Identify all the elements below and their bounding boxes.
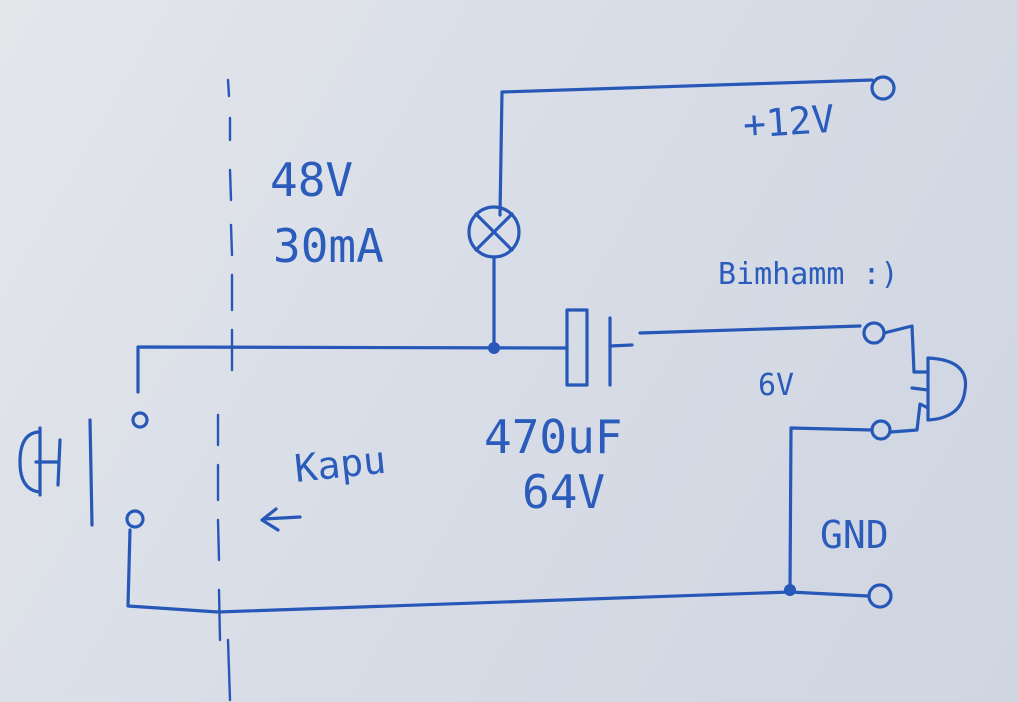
- label-lamp-current: 30mA: [273, 219, 384, 273]
- label-cap-value: 470uF: [484, 410, 622, 464]
- wire-supply-top: [498, 78, 874, 217]
- terminal-speaker-bottom: [870, 419, 892, 441]
- switch-contact-bottom: [125, 509, 145, 529]
- label-kapu: Kapu: [292, 438, 388, 491]
- terminal-plus12v: [870, 75, 896, 101]
- label-supply-voltage: +12V: [742, 97, 836, 147]
- label-lamp-voltage: 48V: [270, 153, 353, 207]
- capacitor-symbol: [558, 308, 862, 387]
- wire-ground-rail: [126, 528, 870, 614]
- wire-speaker-top: [882, 324, 930, 374]
- dashed-divider-left: [216, 78, 234, 702]
- terminal-ground: [867, 583, 893, 609]
- wire-speaker-to-ground: [788, 426, 874, 594]
- junction-dot-lamp: [488, 342, 500, 354]
- terminal-speaker-top: [862, 321, 886, 345]
- switch-button-symbol: [18, 418, 94, 527]
- label-speaker-voltage: 6V: [758, 368, 794, 403]
- junction-dot-ground: [784, 584, 796, 596]
- lamp-symbol: [467, 205, 521, 259]
- label-cap-voltage: 64V: [522, 465, 605, 519]
- label-note: Bimhamm :): [718, 257, 899, 292]
- speaker-symbol: [910, 356, 968, 422]
- wire-speaker-bottom: [889, 402, 930, 434]
- wire-main-left: [136, 345, 562, 394]
- arrow-left-icon: [260, 507, 302, 532]
- switch-contact-top: [131, 411, 149, 429]
- label-ground: GND: [820, 513, 889, 557]
